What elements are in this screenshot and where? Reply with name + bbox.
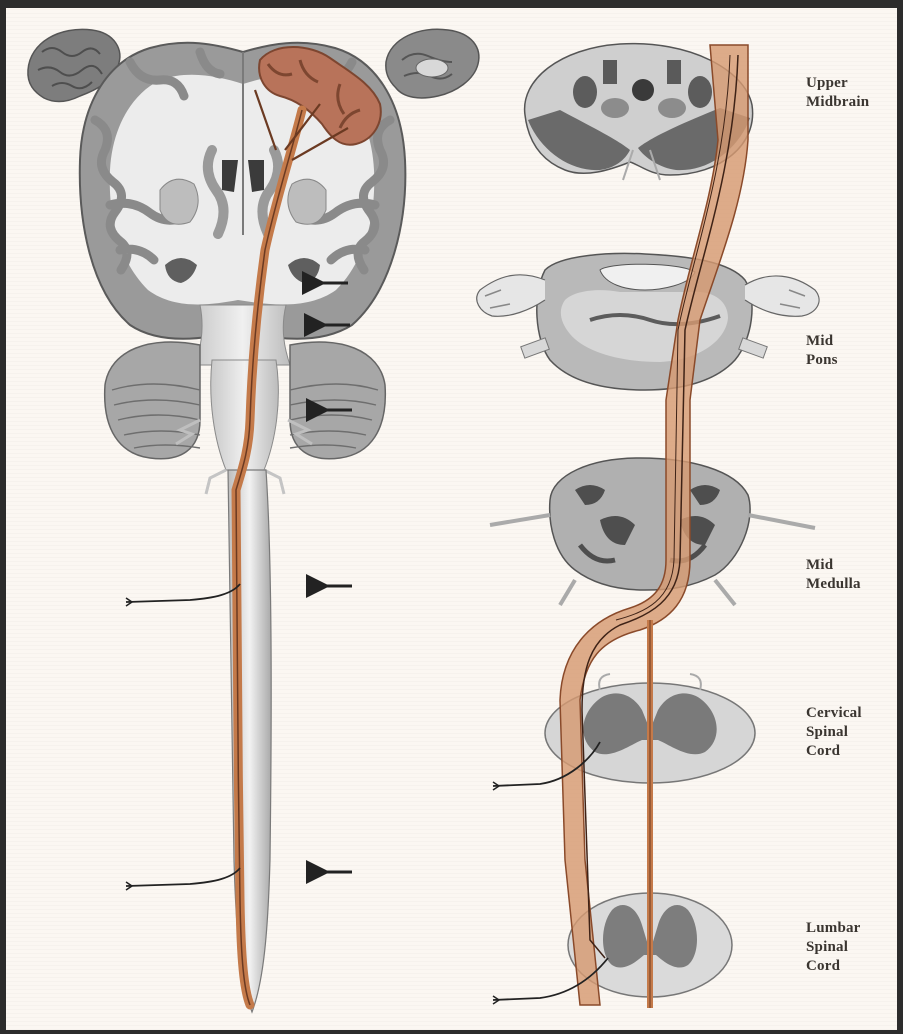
label-mid-medulla: Mid Medulla — [806, 556, 898, 594]
label-upper-midbrain: Upper Midbrain — [806, 74, 898, 112]
coronal-brain-section — [80, 43, 406, 339]
label-cervical-spinal-cord: Cervical Spinal Cord — [806, 704, 898, 761]
section-mid-pons — [477, 253, 819, 390]
leader-line-lumbar — [126, 868, 240, 886]
label-mid-pons: Mid Pons — [806, 332, 898, 370]
leader-line-cervical — [126, 584, 240, 602]
medial-brain-thumbnail — [386, 29, 479, 98]
section-mid-medulla — [490, 458, 815, 605]
label-lumbar-spinal-cord: Lumbar Spinal Cord — [806, 919, 898, 976]
